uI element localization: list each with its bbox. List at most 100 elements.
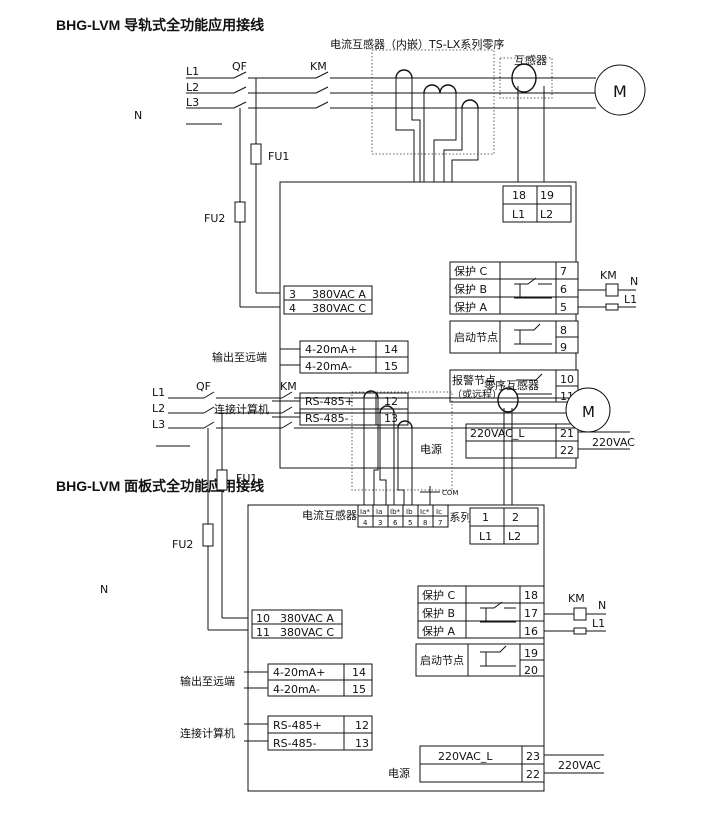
svg-text:连接计算机: 连接计算机 — [180, 726, 235, 740]
svg-text:6: 6 — [393, 519, 398, 527]
svg-text:4: 4 — [289, 302, 296, 315]
svg-text:保护 B: 保护 B — [422, 606, 455, 620]
diagram2-line-l1: L1 — [152, 386, 165, 399]
svg-text:4-20mA-: 4-20mA- — [273, 683, 320, 696]
svg-text:19: 19 — [524, 647, 538, 660]
svg-text:11: 11 — [256, 626, 270, 639]
svg-text:保护 C: 保护 C — [454, 264, 487, 278]
diagram1-fu1 — [250, 143, 262, 165]
svg-text:14: 14 — [352, 666, 366, 679]
svg-text:15: 15 — [384, 360, 398, 373]
diagram1-fu2 — [234, 201, 246, 223]
diagram2-km-label: KM — [280, 380, 297, 393]
diagram2-fu2-label: FU2 — [172, 538, 193, 551]
diagram2-line-l3: L3 — [152, 418, 165, 431]
diagram2-comm-terminals: 连接计算机 RS-485+ RS-485- 12 13 — [180, 715, 373, 751]
svg-text:L1: L1 — [512, 208, 525, 221]
diagram1-current-transformers — [395, 63, 545, 182]
svg-text:9: 9 — [560, 341, 567, 354]
svg-text:18: 18 — [512, 189, 526, 202]
diagram2-zero-terminals: 1 2 L1 L2 — [469, 507, 539, 545]
svg-text:5: 5 — [560, 301, 567, 314]
svg-text:Ia*: Ia* — [360, 508, 370, 516]
diagram2-line-l2: L2 — [152, 402, 165, 415]
svg-text:22: 22 — [560, 444, 574, 457]
svg-text:输出至远端: 输出至远端 — [212, 350, 267, 364]
diagram-panel-mount: L1 L2 L3 QF KM M 零序互感器 — [56, 378, 611, 792]
diagram2-title: BHG-LVM 面板式全功能应用接线 — [56, 478, 264, 494]
svg-text:16: 16 — [524, 625, 538, 638]
diagram1-phase-lines — [186, 71, 596, 109]
svg-text:4-20mA+: 4-20mA+ — [305, 343, 357, 356]
svg-text:L1: L1 — [592, 617, 605, 630]
svg-text:380VAC A: 380VAC A — [312, 288, 366, 301]
diagram1-title: BHG-LVM 导轨式全功能应用接线 — [56, 17, 264, 33]
diagram1-start-terminals: 启动节点 8 9 — [449, 320, 579, 354]
svg-text:RS-485-: RS-485- — [305, 412, 349, 425]
svg-text:3: 3 — [378, 519, 382, 527]
svg-text:输出至远端: 输出至远端 — [180, 674, 235, 688]
diagram2-start-terminals: 启动节点 19 20 — [415, 643, 545, 677]
svg-text:Ic*: Ic* — [420, 508, 430, 516]
svg-text:保护 B: 保护 B — [454, 282, 487, 296]
diagram2-zero-ct-label: 零序互感器 — [484, 378, 539, 392]
diagram2-power-supply: 电源 220VAC_L 23 22 220VAC — [388, 745, 604, 783]
svg-text:380VAC C: 380VAC C — [312, 302, 366, 315]
diagram1-line-l1: L1 — [186, 65, 199, 78]
svg-text:18: 18 — [524, 589, 538, 602]
svg-text:380VAC A: 380VAC A — [280, 612, 334, 625]
svg-text:13: 13 — [384, 412, 398, 425]
diagram2-km-coil: KM N L1 — [544, 592, 606, 635]
svg-text:13: 13 — [355, 737, 369, 750]
svg-text:220VAC_L: 220VAC_L — [438, 750, 493, 763]
svg-text:启动节点: 启动节点 — [420, 654, 464, 667]
svg-text:Ib: Ib — [406, 508, 413, 516]
svg-text:L2: L2 — [508, 530, 521, 543]
svg-text:8: 8 — [560, 324, 567, 337]
diagram1-motor-label: M — [613, 82, 627, 101]
diagram2-fu1-label: FU1 — [236, 472, 257, 485]
diagram1-km-coil: KM N L1 — [578, 269, 638, 311]
diagram2-ct-pins: Ia* Ia Ib* Ib Ic* Ic 4 3 6 5 8 7 — [357, 504, 449, 528]
svg-text:15: 15 — [352, 683, 366, 696]
diagram1-power-input-terminals: 3 380VAC A 4 380VAC C — [283, 285, 373, 315]
svg-text:电源: 电源 — [388, 766, 410, 780]
diagram2-motor-label: M — [582, 403, 595, 421]
svg-text:L1: L1 — [624, 293, 637, 306]
svg-text:10: 10 — [256, 612, 270, 625]
diagram2-current-transformers — [351, 387, 519, 505]
svg-text:RS-485+: RS-485+ — [305, 395, 354, 408]
svg-text:N: N — [630, 275, 638, 288]
diagram2-motor — [565, 387, 611, 433]
svg-text:220VAC: 220VAC — [558, 759, 601, 772]
diagram2-power-input-terminals: 10 380VAC A 11 380VAC C — [251, 609, 343, 639]
svg-text:L1: L1 — [479, 530, 492, 543]
diagram2-qf-label: QF — [196, 380, 211, 393]
svg-text:4-20mA-: 4-20mA- — [305, 360, 352, 373]
svg-text:5: 5 — [408, 519, 412, 527]
svg-text:L2: L2 — [540, 208, 553, 221]
diagram-rail-mount: BHG-LVM 导轨式全功能应用接线 电流互感器（内嵌）TS-LX系列零序 互感… — [56, 17, 646, 469]
diagram2-ct-label: 电流互感器 — [302, 508, 357, 522]
diagram1-fu2-label: FU2 — [204, 212, 225, 225]
svg-text:保护 A: 保护 A — [422, 624, 455, 638]
svg-text:KM: KM — [568, 592, 585, 605]
svg-text:保护 A: 保护 A — [454, 300, 487, 314]
svg-text:4-20mA+: 4-20mA+ — [273, 666, 325, 679]
diagram1-ct-label: 电流互感器（内嵌）TS-LX系列零序 — [330, 37, 504, 51]
svg-text:Ib*: Ib* — [390, 508, 401, 516]
diagram1-motor — [594, 64, 646, 116]
diagram1-power-supply: 电源 220VAC_L 21 22 220VAC — [420, 423, 635, 459]
svg-text:电源: 电源 — [420, 442, 442, 456]
svg-text:1: 1 — [482, 511, 489, 524]
svg-text:6: 6 — [560, 283, 567, 296]
svg-text:7: 7 — [560, 265, 567, 278]
diagram2-com-label: COM — [442, 489, 458, 497]
svg-text:23: 23 — [526, 750, 540, 763]
svg-text:22: 22 — [526, 768, 540, 781]
svg-text:7: 7 — [438, 519, 442, 527]
diagram1-neutral-label: N — [134, 109, 142, 122]
svg-text:220VAC: 220VAC — [592, 436, 635, 449]
diagram2-analog-output: 输出至远端 4-20mA+ 4-20mA- 14 15 — [180, 663, 373, 697]
svg-text:RS-485+: RS-485+ — [273, 719, 322, 732]
